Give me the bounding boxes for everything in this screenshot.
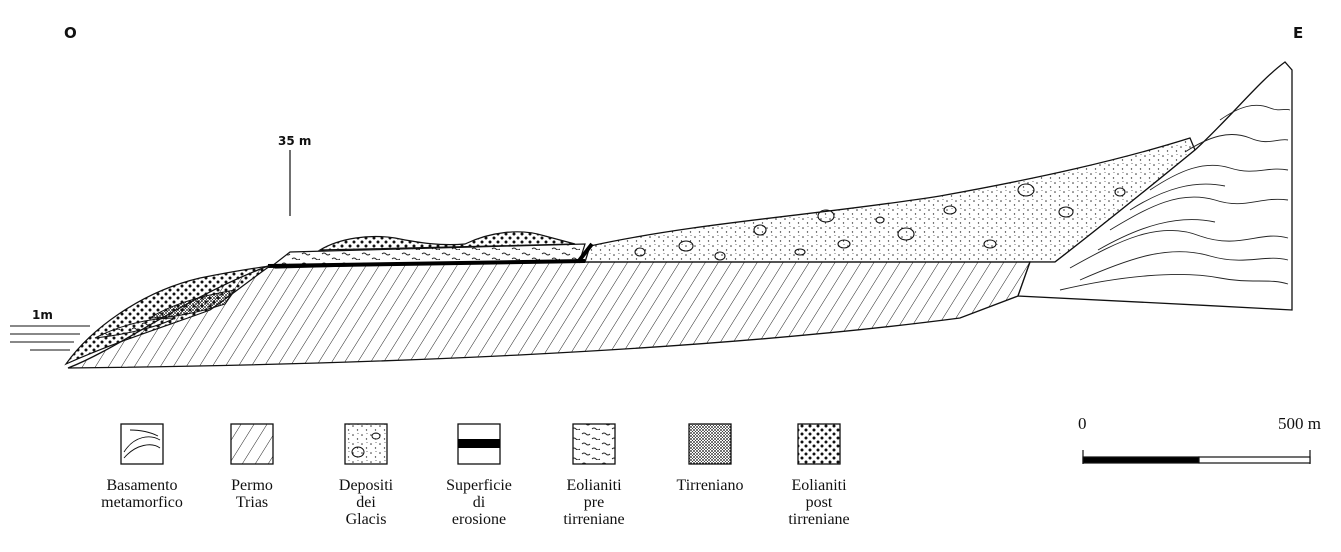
direction-east: E (1293, 24, 1303, 42)
scale-bar-end: 500 m (1278, 414, 1321, 434)
sea-level-label: 1m (32, 308, 53, 322)
legend-item-superficie: Superficie di erosione (414, 470, 544, 528)
swatch-permo-trias (231, 424, 273, 464)
legend-item-eolianiti-pre: Eolianiti pre tirreniane (529, 470, 659, 528)
legend-label: Superficie di erosione (414, 477, 544, 528)
legend-label: Eolianiti post tirreniane (754, 477, 884, 528)
legend-item-glacis: Depositi dei Glacis (301, 470, 431, 528)
legend-swatches (121, 424, 840, 464)
swatch-eolianiti-pre (573, 424, 615, 464)
height-marker-label: 35 m (278, 134, 311, 148)
legend-label: Depositi dei Glacis (301, 477, 431, 528)
direction-west: O (64, 24, 77, 42)
scale-bar (1083, 450, 1310, 464)
swatch-tirreniano (689, 424, 731, 464)
swatch-glacis (345, 424, 387, 464)
legend-label: Permo Trias (187, 477, 317, 511)
sea-lines (10, 326, 90, 350)
swatch-basamento (121, 424, 163, 464)
legend-label: Eolianiti pre tirreniane (529, 477, 659, 528)
legend-item-eolianiti-post: Eolianiti post tirreniane (754, 470, 884, 528)
swatch-superficie (458, 424, 500, 464)
swatch-eolianiti-post (798, 424, 840, 464)
scale-bar-start: 0 (1078, 414, 1087, 434)
legend-item-permo-trias: Permo Trias (187, 470, 317, 511)
